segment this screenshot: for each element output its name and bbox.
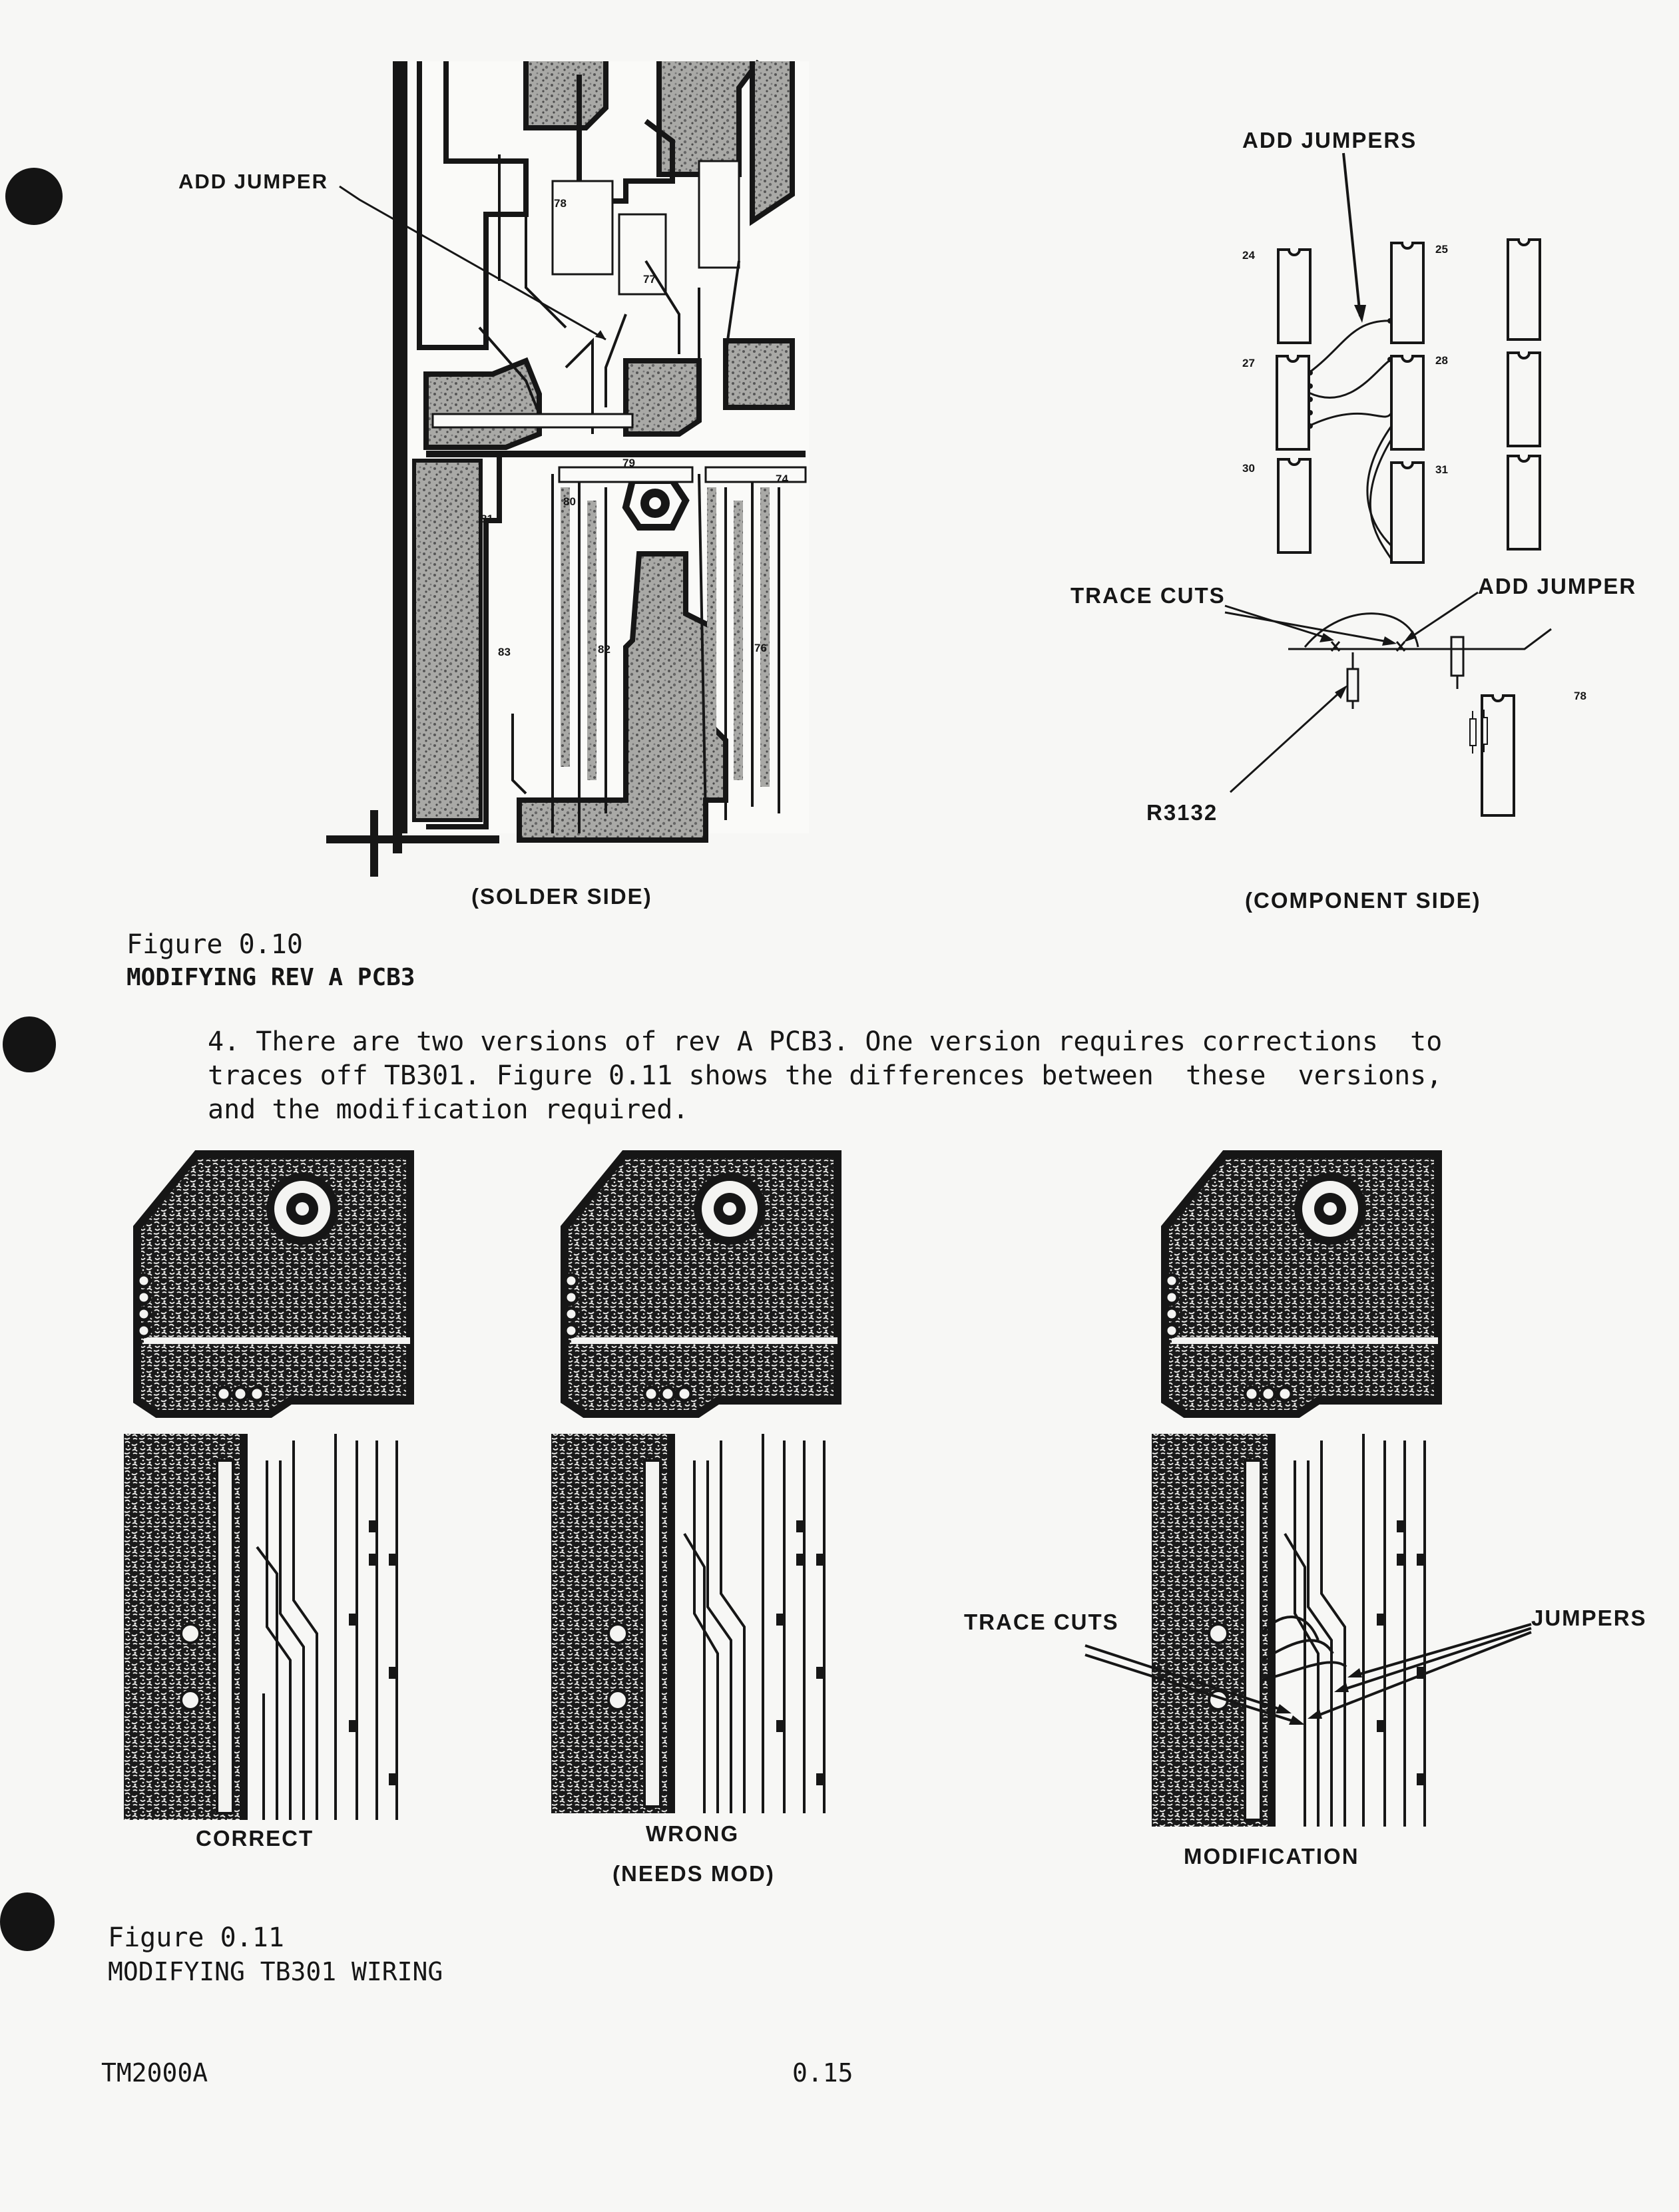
chip-label-27: 27 xyxy=(1242,357,1255,369)
chip-label-25: 25 xyxy=(1435,243,1448,256)
panel-label-correct: CORRECT xyxy=(196,1826,314,1851)
chip-label-82: 82 xyxy=(598,643,610,656)
figure-0-11-title: MODIFYING TB301 WIRING xyxy=(108,1957,443,1986)
chip-label-79: 79 xyxy=(622,457,635,469)
chip-label-30: 30 xyxy=(1242,462,1255,475)
panel-label-wrong: WRONG xyxy=(646,1821,740,1846)
component-trace-cuts-label: TRACE CUTS xyxy=(1071,583,1226,608)
figure-0-10-title: MODIFYING REV A PCB3 xyxy=(126,964,415,991)
solder-callout-add-jumper: ADD JUMPER xyxy=(178,170,328,193)
chip-label-80: 80 xyxy=(563,495,576,508)
binder-hole-top xyxy=(5,168,63,225)
panel-label-modification: MODIFICATION xyxy=(1184,1844,1359,1869)
solder-side-caption: (SOLDER SIDE) xyxy=(471,884,652,909)
chip-label-24: 24 xyxy=(1242,249,1255,262)
chip-label-31: 31 xyxy=(1435,463,1448,476)
chip-label-28: 28 xyxy=(1435,354,1448,367)
figure-0-10-number: Figure 0.10 xyxy=(126,929,303,960)
panel-label-needs-mod: (NEEDS MOD) xyxy=(612,1861,775,1886)
component-add-jumper-label: ADD JUMPER xyxy=(1478,574,1637,598)
chip-label-77: 77 xyxy=(643,273,656,286)
resistor-r3132-label: R3132 xyxy=(1146,800,1218,825)
paragraph-line-1: 4. There are two versions of rev A PCB3.… xyxy=(208,1026,1443,1057)
chip-label-78: 78 xyxy=(554,197,567,210)
chip-label-76: 76 xyxy=(754,642,767,654)
tb301-correct-drawing xyxy=(124,1150,414,1820)
tb301-modification-drawing xyxy=(1152,1150,1442,1827)
chip-label-78-component: 78 xyxy=(1574,690,1586,702)
tb301-wrong-drawing xyxy=(551,1150,841,1813)
fig11-jumpers-label: JUMPERS xyxy=(1531,1606,1647,1630)
footer-document-id: TM2000A xyxy=(101,2058,208,2088)
chip-label-81: 81 xyxy=(481,513,493,525)
fig11-trace-cuts-label: TRACE CUTS xyxy=(964,1610,1119,1634)
chip-label-83: 83 xyxy=(498,646,511,658)
binder-hole-middle xyxy=(3,1016,56,1072)
figure-0-11-number: Figure 0.11 xyxy=(108,1922,284,1953)
paragraph-line-3: and the modification required. xyxy=(208,1094,689,1125)
solder-jumper-arrow xyxy=(339,185,606,341)
component-add-jumpers-label: ADD JUMPERS xyxy=(1242,128,1417,152)
component-side-caption: (COMPONENT SIDE) xyxy=(1245,888,1481,913)
binder-hole-bottom xyxy=(0,1892,55,1951)
fig11-callout-arrows xyxy=(1084,1623,1532,1725)
chip-label-74: 74 xyxy=(776,473,788,485)
solder-side-pcb-drawing xyxy=(326,59,809,877)
component-side-drawing xyxy=(1224,152,1552,817)
paragraph-line-2: traces off TB301. Figure 0.11 shows the … xyxy=(208,1060,1443,1091)
footer-page-number: 0.15 xyxy=(792,2058,853,2088)
